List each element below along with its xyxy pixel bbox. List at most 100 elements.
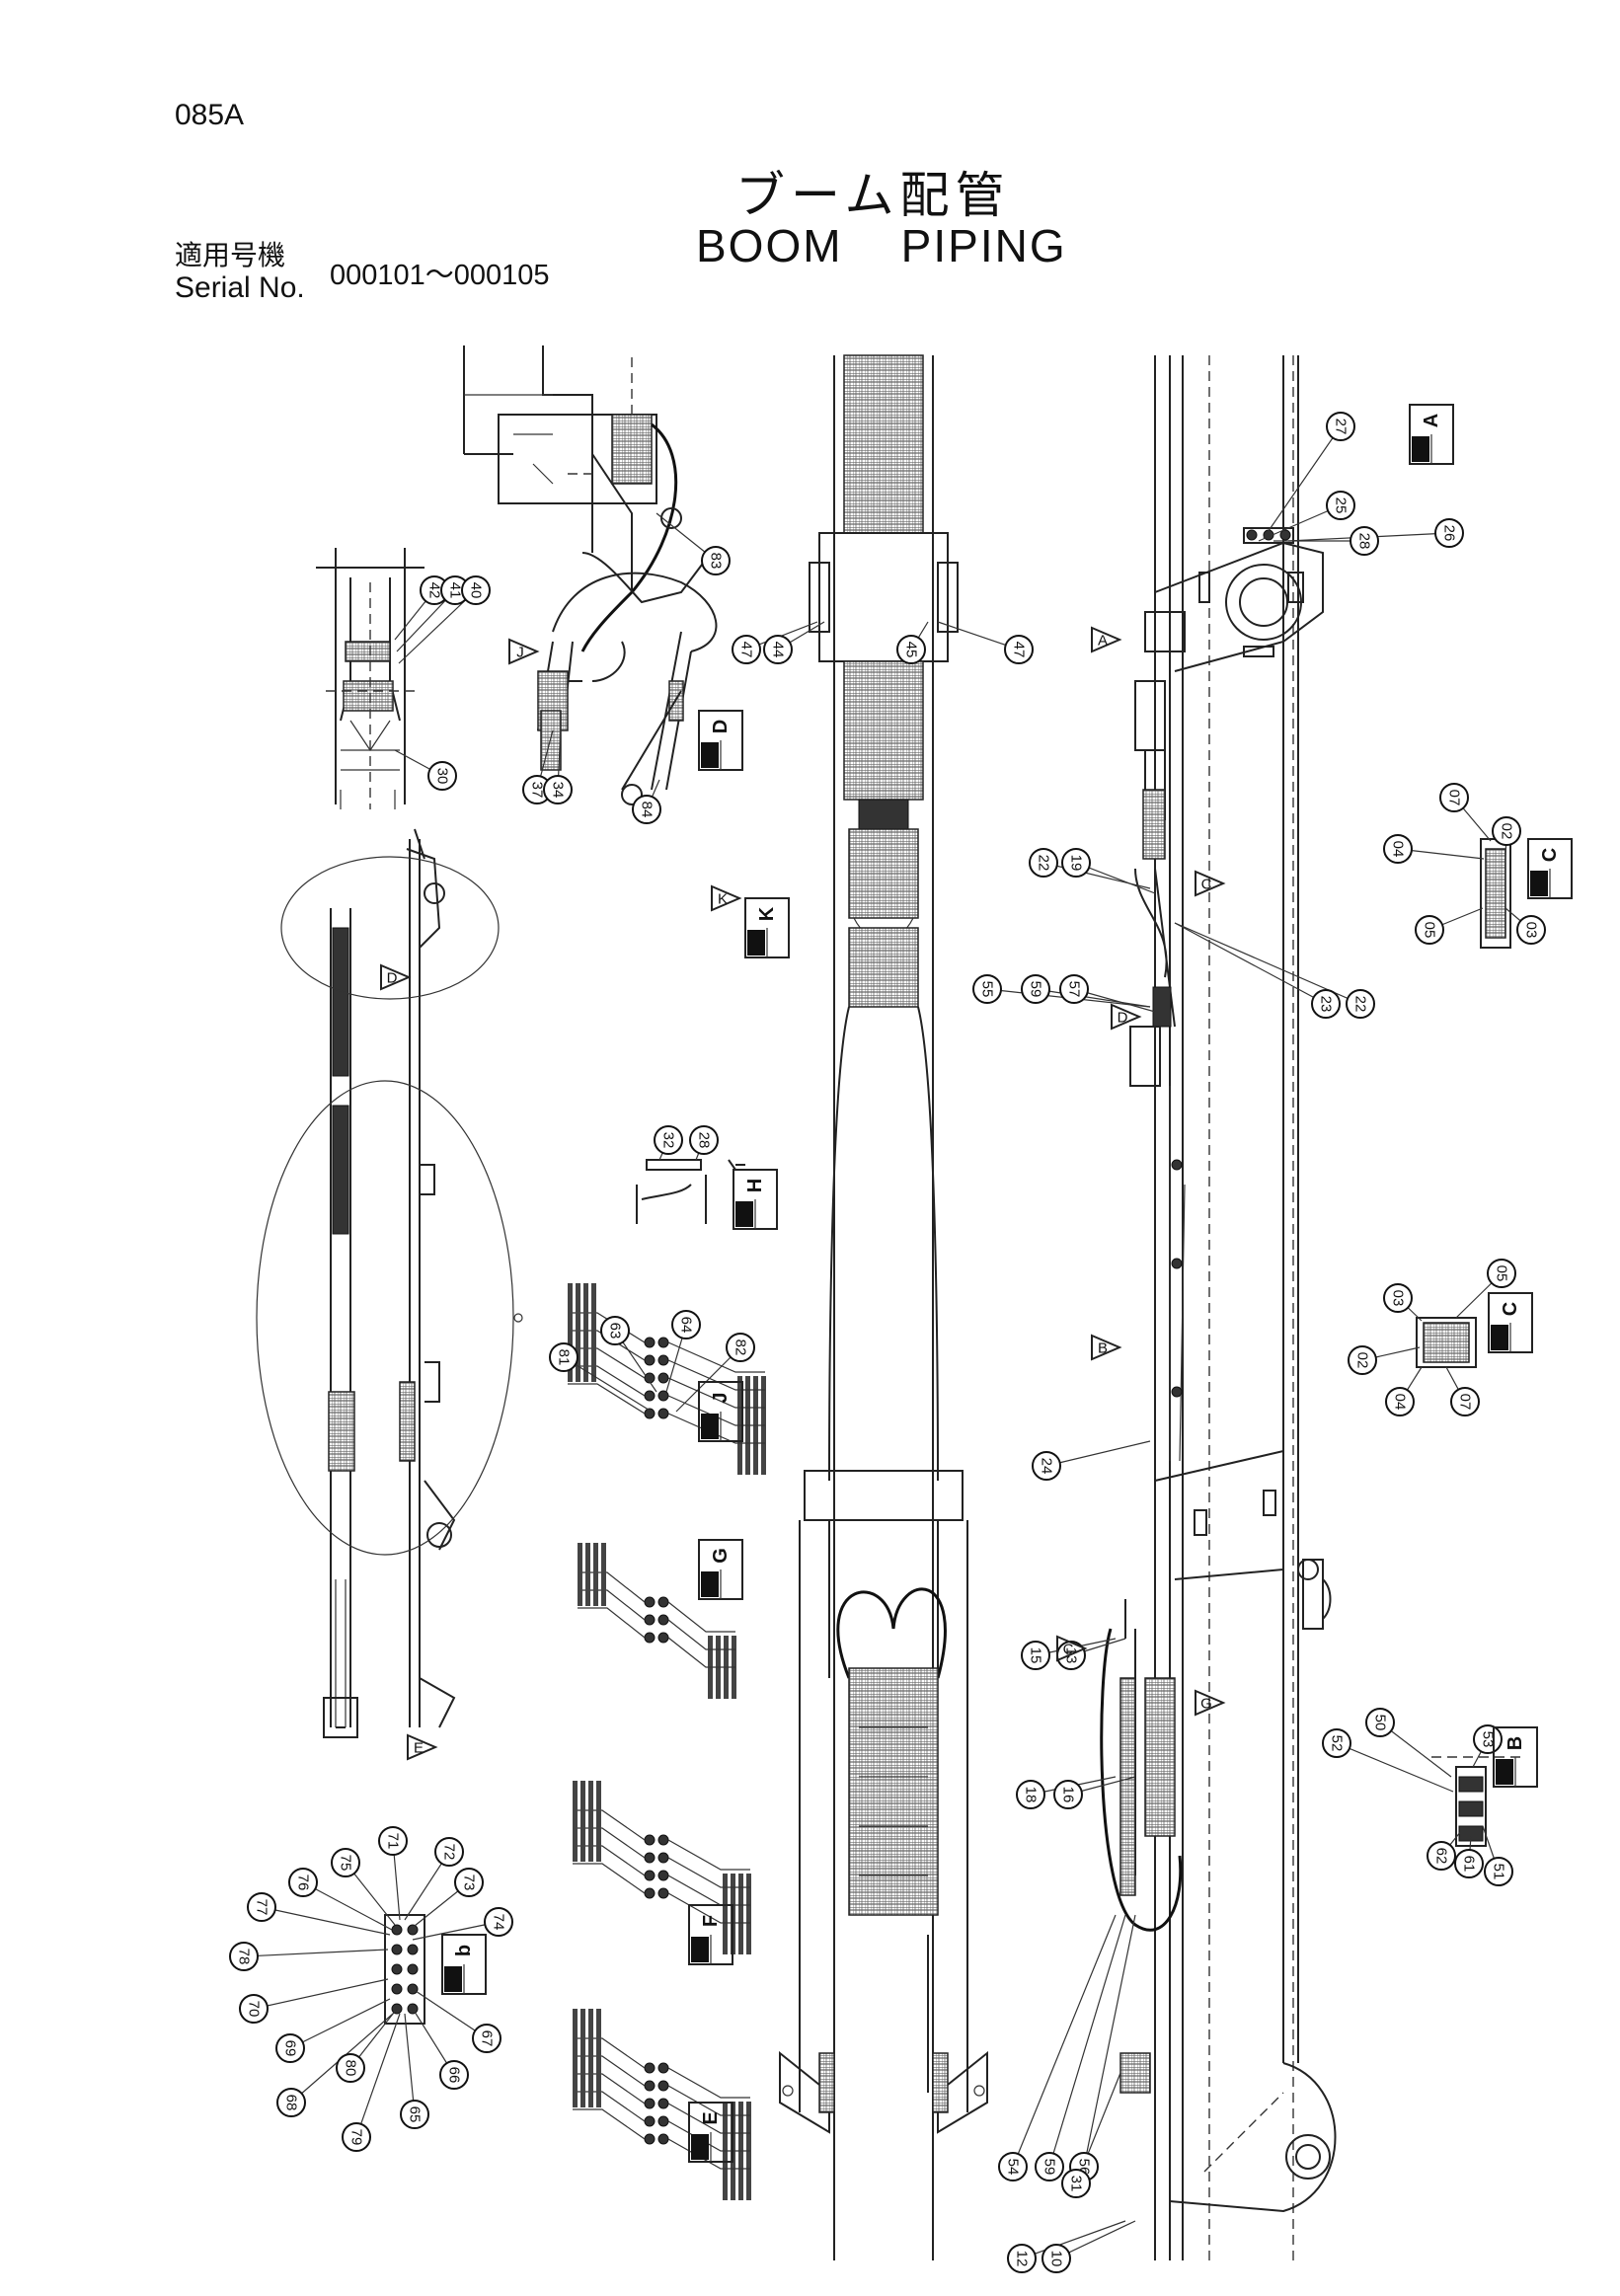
callout-circle (1516, 915, 1546, 945)
view-arrow-head (380, 963, 412, 991)
page-code: 085A (175, 99, 245, 131)
hose-node (657, 2080, 669, 2092)
label-tag-glyph (583, 1283, 588, 1311)
hose-node (657, 1372, 669, 1384)
hose-leader (667, 1359, 765, 1391)
callout-number: 34 (550, 782, 567, 799)
detail-box-F: F (688, 1904, 733, 1965)
view-arrow-letter: A (1098, 633, 1108, 650)
hose-leader (667, 1857, 750, 1888)
callout-leader-line (1021, 2220, 1126, 2259)
callout-circle (1326, 412, 1355, 441)
label-tag-glyph (738, 1927, 743, 1954)
label-tag-glyph (591, 1354, 596, 1382)
hose-node (657, 1614, 669, 1626)
label-tag-glyph (580, 1799, 585, 1826)
detail-box-tag (1412, 436, 1429, 462)
callout-circle (1383, 1283, 1413, 1313)
callout-number: 52 (1329, 1735, 1346, 1752)
label-tag-glyph (596, 2080, 601, 2107)
callout-number: 70 (246, 2001, 263, 2018)
callout-number: 65 (407, 2106, 424, 2123)
callout-03: 03 (1383, 1283, 1413, 1313)
callout-circle (1454, 1849, 1484, 1878)
hose-leader (667, 2085, 750, 2116)
label-tag-glyph (588, 1834, 593, 1862)
callout-number: 68 (283, 2095, 300, 2111)
clamp-details (1243, 527, 1520, 1847)
label-tag-glyph (745, 1447, 750, 1475)
callout-leader-line (302, 1881, 393, 1931)
callout-leader-line (243, 1949, 389, 1957)
callout-leader-line (404, 2013, 416, 2115)
callout-03: 03 (1516, 915, 1546, 945)
label-tag-glyph (746, 1927, 751, 1954)
hose-leader (578, 1607, 646, 1639)
callout-leader-line (1336, 1742, 1454, 1793)
label-tag-glyph (578, 1543, 582, 1570)
callout-circle (1061, 2169, 1091, 2198)
label-tag-glyph (583, 1301, 588, 1329)
callout-number: 72 (441, 1844, 458, 1861)
hose-node (407, 1963, 419, 1975)
callout-number: 59 (1028, 981, 1044, 998)
detail-box-G: G (698, 1539, 743, 1600)
callout-circle (434, 1837, 464, 1867)
callout-34: 34 (543, 775, 573, 804)
view-arrow-head (1091, 626, 1122, 653)
callout-circle (1450, 1387, 1480, 1416)
hose-leader (667, 2103, 750, 2134)
label-tag-glyph (731, 2173, 735, 2200)
callout-50: 50 (1365, 1708, 1395, 1737)
label-tag-glyph (583, 1337, 588, 1364)
callout-leader-line (563, 1356, 653, 1413)
label-tag-glyph (596, 1799, 601, 1826)
callout-57: 57 (1059, 974, 1089, 1004)
boom-section-detail (316, 548, 424, 809)
view-arrow-letter: E (414, 1740, 424, 1757)
callout-41: 41 (440, 575, 470, 605)
hose-leader (667, 1341, 765, 1373)
callout-68: 68 (276, 2088, 306, 2117)
hose-leader (667, 2067, 750, 2099)
serial-range: 000101～000105 (330, 260, 550, 291)
label-tag-glyph (588, 1816, 593, 1844)
callout-number: 22 (1036, 855, 1052, 872)
callout-leader-line (1045, 1440, 1151, 1467)
hose-node (407, 1924, 419, 1936)
callout-number: 71 (385, 1833, 402, 1850)
callout-number: 28 (696, 1132, 713, 1149)
detail-box-tag (1530, 871, 1548, 896)
callout-circle (1021, 974, 1050, 1004)
label-tag-glyph (576, 1337, 580, 1364)
callout-leader-line (253, 1978, 389, 2010)
callout-67: 67 (472, 2024, 501, 2053)
detail-box-letter: F (700, 1915, 722, 1927)
detail-box-E: E (688, 2102, 733, 2163)
hose-node (644, 2115, 656, 2127)
label-tag-glyph (585, 1561, 590, 1588)
callout-number: 74 (491, 1914, 507, 1931)
hose-node (657, 1596, 669, 1608)
callout-circle (378, 1826, 408, 1856)
callout-30: 30 (427, 761, 457, 791)
label-tag-glyph (576, 1301, 580, 1329)
callout-circle (1311, 989, 1341, 1019)
hose-leader (667, 1395, 765, 1426)
hose-node (644, 1614, 656, 1626)
callout-circle (896, 635, 926, 664)
hose-leader (573, 1863, 646, 1894)
callout-77: 77 (247, 1892, 276, 1922)
view-arrow-B: B (1091, 1334, 1122, 1361)
callout-04: 04 (1383, 834, 1413, 864)
view-arrow-letter: G (1200, 1696, 1212, 1713)
hose-label-fan (573, 1781, 751, 1954)
callout-71: 71 (378, 1826, 408, 1856)
callout-number: 66 (446, 2067, 463, 2084)
view-arrow-head (1195, 1689, 1226, 1717)
view-arrow-head (1195, 870, 1226, 897)
callout-02: 02 (1348, 1345, 1377, 1375)
callout-number: 53 (1480, 1731, 1497, 1748)
callout-42: 42 (420, 575, 449, 605)
label-tag-glyph (591, 1301, 596, 1329)
